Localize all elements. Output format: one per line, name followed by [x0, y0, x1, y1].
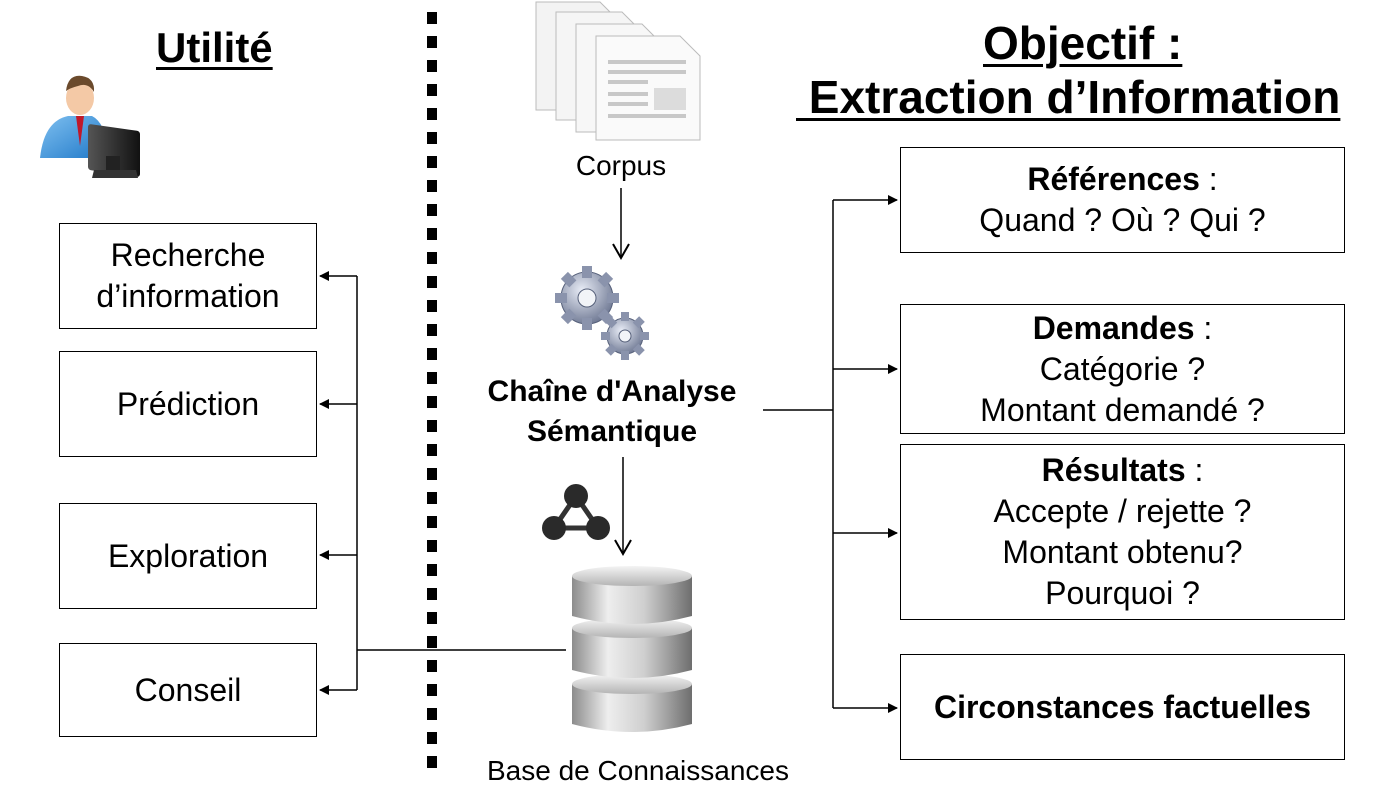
box-demandes-line: Catégorie ? — [1039, 350, 1206, 387]
box-exploration-label: Exploration — [107, 537, 269, 574]
box-references: Références : Quand ? Où ? Qui ? — [900, 147, 1345, 253]
box-conseil-label: Conseil — [134, 671, 242, 708]
box-demandes: Demandes : Catégorie ? Montant demandé ? — [900, 304, 1345, 434]
box-recherche-line2: d’information — [96, 278, 280, 314]
box-resultats-line: Pourquoi ? — [1045, 575, 1200, 611]
box-resultats: Résultats : Accepte / rejette ? Montant … — [900, 444, 1345, 620]
kb-label: Base de Connaissances — [487, 755, 789, 786]
database-icon — [572, 566, 692, 732]
documents-icon — [535, 1, 701, 141]
chain-label-line2: Sémantique — [526, 415, 698, 448]
chain-label: Chaîne d'Analyse Sémantique — [462, 372, 762, 452]
box-resultats-line: Accepte / rejette ? — [993, 493, 1252, 529]
box-prediction-label: Prédiction — [116, 385, 260, 422]
box-resultats-line: Montant obtenu? — [1002, 534, 1243, 570]
gears-icon — [555, 266, 649, 360]
box-circonstances-heading: Circonstances factuelles — [933, 688, 1312, 725]
box-exploration: Exploration — [59, 503, 317, 609]
box-references-heading-row: Références : — [1027, 159, 1217, 200]
box-resultats-heading-row: Résultats : — [1042, 450, 1204, 491]
box-demandes-heading: Demandes — [1032, 309, 1195, 346]
box-prediction: Prédiction — [59, 351, 317, 457]
box-resultats-heading: Résultats — [1041, 452, 1186, 488]
user-computer-icon — [40, 75, 140, 178]
box-references-sep: : — [1199, 161, 1218, 197]
left-title: Utilité — [156, 24, 273, 71]
right-connector-tree — [763, 195, 898, 713]
box-conseil: Conseil — [59, 643, 317, 737]
right-title-line2: Extraction d’Information — [796, 71, 1341, 123]
box-demandes-sep: : — [1194, 309, 1213, 346]
box-demandes-heading-row: Demandes : — [1033, 308, 1213, 349]
right-title-line1: Objectif : — [983, 17, 1183, 69]
corpus-label: Corpus — [575, 150, 667, 181]
chain-label-line1: Chaîne d'Analyse — [487, 375, 737, 408]
box-references-heading: Références — [1027, 161, 1200, 197]
box-recherche: Recherche d’information — [59, 223, 317, 329]
box-references-line: Quand ? Où ? Qui ? — [979, 202, 1266, 238]
left-connector-tree — [319, 271, 566, 695]
graph-network-icon — [542, 484, 610, 540]
box-recherche-line1: Recherche — [110, 237, 266, 273]
box-demandes-line: Montant demandé ? — [980, 391, 1265, 428]
box-circonstances: Circonstances factuelles — [900, 654, 1345, 760]
box-resultats-sep: : — [1185, 452, 1204, 488]
